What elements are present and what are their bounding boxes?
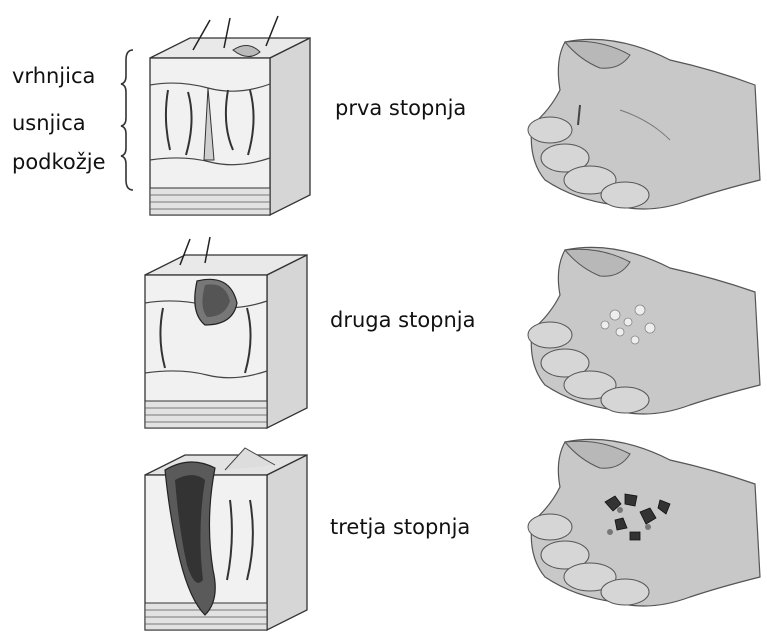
hand-first-degree-burn [520,30,765,215]
label-epidermis: vrhnjica [12,66,95,87]
label-dermis: usnjica [12,113,86,134]
label-third-degree: tretja stopnja [330,517,470,538]
skin-cross-section-third-degree [135,440,310,635]
skin-cross-section-second-degree [135,233,310,433]
layer-brace [118,48,140,193]
label-subcutis: podkožje [12,152,106,173]
label-second-degree: druga stopnja [330,310,476,331]
skin-cross-section-first-degree [138,10,313,225]
hand-second-degree-burn [520,240,765,420]
label-first-degree: prva stopnja [335,98,466,119]
hand-third-degree-burn [520,432,765,612]
